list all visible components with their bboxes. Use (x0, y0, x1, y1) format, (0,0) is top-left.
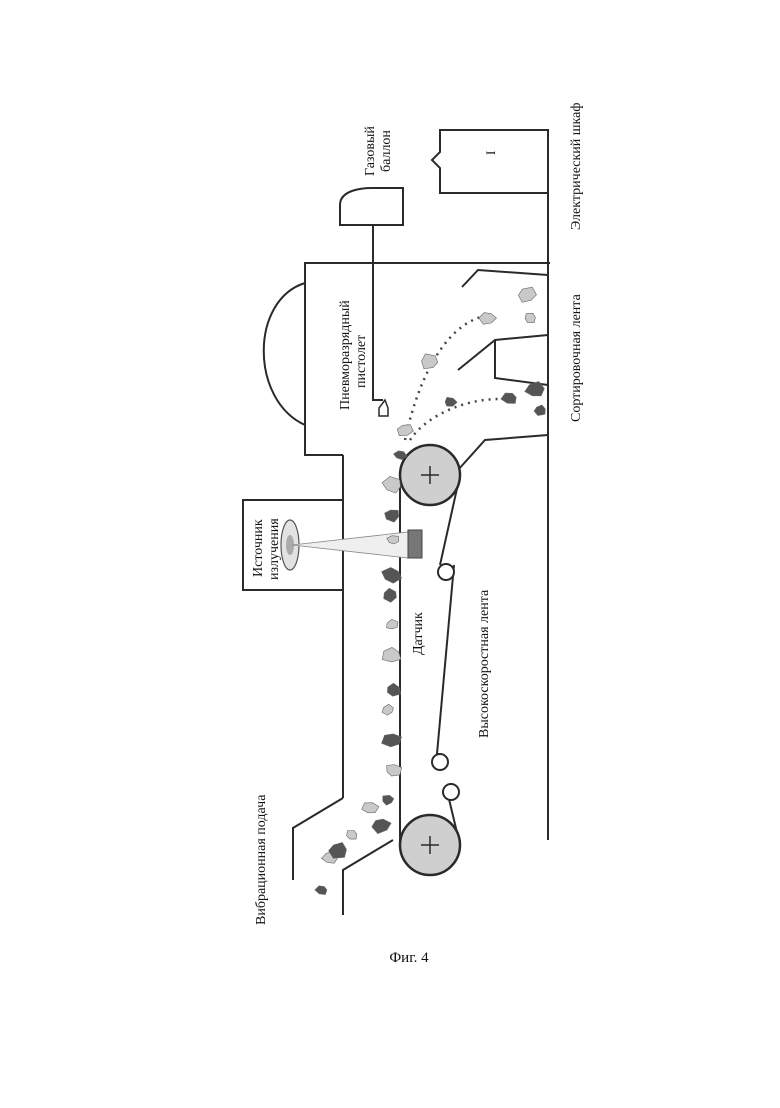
cabinet-mark: I (483, 151, 498, 155)
ore-fragment (445, 397, 457, 406)
label-sensor: Датчик (411, 612, 426, 655)
idler-roller-1 (438, 564, 454, 580)
air-gun-nozzle (379, 400, 388, 416)
ore-fragment (501, 393, 516, 403)
sensor-block (408, 530, 422, 558)
label-radiation-source-2: излучения (267, 518, 282, 580)
label-vibration-feed: Вибрационная подача (254, 794, 269, 925)
hood-curve (264, 283, 305, 425)
ore-fragment (382, 476, 400, 493)
electrical-cabinet (432, 130, 548, 193)
ore-fragment (382, 704, 394, 715)
ore-fragment (372, 819, 391, 834)
label-electrical-cabinet: Электрический шкаф (569, 103, 584, 230)
ore-fragment (386, 619, 398, 629)
ore-fragment (383, 795, 394, 805)
label-pneumatic-gun-2: пистолет (354, 335, 369, 388)
ore-fragment (397, 425, 413, 436)
ore-fragment (382, 734, 402, 747)
splitter-upper (462, 270, 548, 287)
label-high-speed-belt: Высокоскоростная лента (477, 589, 492, 738)
feeder-hopper-right-wall (343, 840, 393, 915)
figure-caption: Фиг. 4 (389, 950, 429, 966)
label-radiation-source-1: Источник (251, 519, 266, 577)
label-pneumatic-gun-1: Пневморазрядный (338, 300, 353, 410)
discharge-chute (458, 435, 548, 470)
radiation-beam (292, 532, 408, 558)
idler-roller-2 (432, 754, 448, 770)
ore-fragment (525, 313, 535, 323)
feeder-hopper-left-wall (293, 798, 343, 880)
ore-fragment (347, 831, 357, 840)
idler-roller-3 (443, 784, 459, 800)
ore-fragment (534, 405, 545, 416)
label-sorting-belt: Сортировочная лента (569, 293, 584, 422)
label-gas-cylinder-2: баллон (379, 130, 394, 172)
ore-fragment (384, 588, 397, 602)
ore-fragment (387, 683, 400, 696)
passed-trajectory (410, 399, 510, 440)
ore-fragment (382, 647, 401, 662)
ore-fragment (479, 313, 497, 325)
ore-fragment (518, 287, 536, 302)
splitter-middle (458, 335, 548, 370)
belt-return-2 (436, 565, 454, 765)
ore-fragment (422, 354, 438, 369)
ore-fragment (385, 510, 399, 522)
ejected-trajectory (405, 315, 490, 440)
label-gas-cylinder-1: Газовый (363, 126, 378, 176)
gas-cylinder (340, 188, 403, 225)
splitter-lower (495, 340, 548, 385)
ore-fragment (315, 886, 327, 895)
ore-fragment (362, 803, 379, 813)
drive-roller-head (400, 445, 460, 505)
air-hose (373, 225, 383, 400)
drive-roller-tail (400, 815, 460, 875)
ore-fragment (382, 568, 402, 584)
